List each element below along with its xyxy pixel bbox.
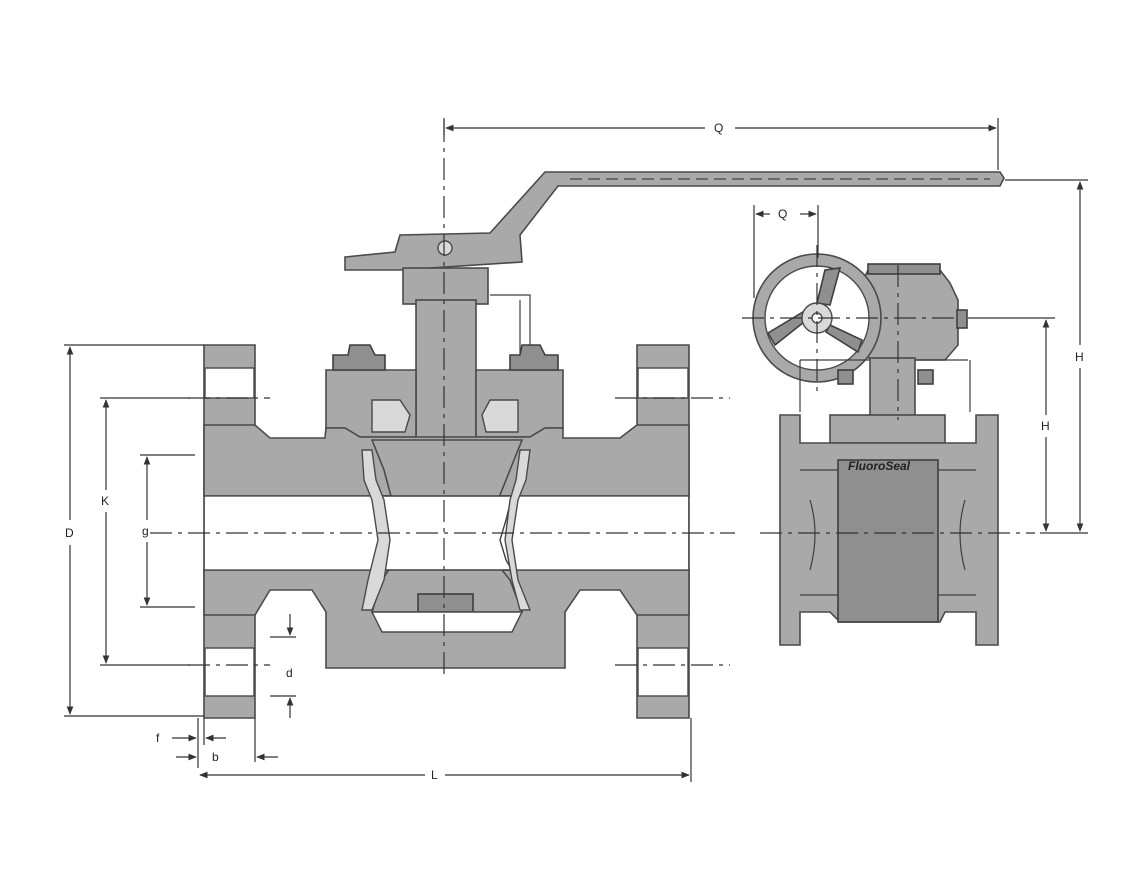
handwheel: [752, 253, 882, 383]
dim-d: d: [270, 614, 296, 718]
main-valve-view: Q D K g: [64, 118, 1005, 782]
stem-neck: [402, 267, 489, 305]
seal-left: [371, 399, 411, 433]
dim-H-inner: H: [968, 317, 1055, 532]
dim-Q-main: Q: [443, 118, 999, 170]
dim-g: g: [140, 454, 195, 608]
gear-valve-view: FluoroSeal Q H H: [742, 179, 1088, 646]
dim-H-outer: H: [1005, 179, 1088, 534]
dim-label-K: K: [101, 494, 109, 508]
nameplate-text: FluoroSeal: [848, 459, 911, 473]
plug-bottom-slot: [417, 593, 474, 613]
dim-label-D: D: [65, 526, 74, 540]
gearbox-bolt: [956, 309, 968, 329]
mounting-stem: [869, 357, 916, 419]
seal-right: [481, 399, 519, 433]
dim-Q-gear: Q: [753, 205, 819, 298]
dim-f: f: [156, 718, 226, 768]
gear-valve-top-cover: [829, 414, 946, 444]
dim-label-g: g: [142, 524, 149, 538]
sleeve-right: [504, 449, 532, 611]
dim-label-H-outer: H: [1075, 350, 1084, 364]
lever-pivot-pin: [437, 240, 453, 256]
dim-K: K: [100, 397, 190, 666]
gearbox-top: [867, 263, 941, 275]
gear-valve-body-center: [837, 459, 939, 623]
plug-lower-recess: [370, 611, 524, 633]
dim-label-f: f: [156, 731, 160, 745]
cover-bolt-left: [332, 344, 386, 371]
stop-arm: [490, 294, 531, 355]
sleeve-left: [361, 449, 391, 611]
dim-label-Q-gear: Q: [778, 207, 787, 221]
dim-label-L: L: [431, 768, 438, 782]
dim-label-b: b: [212, 750, 219, 764]
dim-label-Q-main: Q: [714, 121, 723, 135]
dim-b: b: [176, 718, 278, 764]
dim-label-H-inner: H: [1041, 419, 1050, 433]
dim-D: D: [64, 344, 204, 717]
stem: [415, 299, 477, 441]
dim-label-d: d: [286, 666, 293, 680]
flange-bolt-holes: [204, 367, 689, 697]
dim-L: L: [199, 718, 692, 782]
cover-bolt-right: [509, 344, 559, 371]
